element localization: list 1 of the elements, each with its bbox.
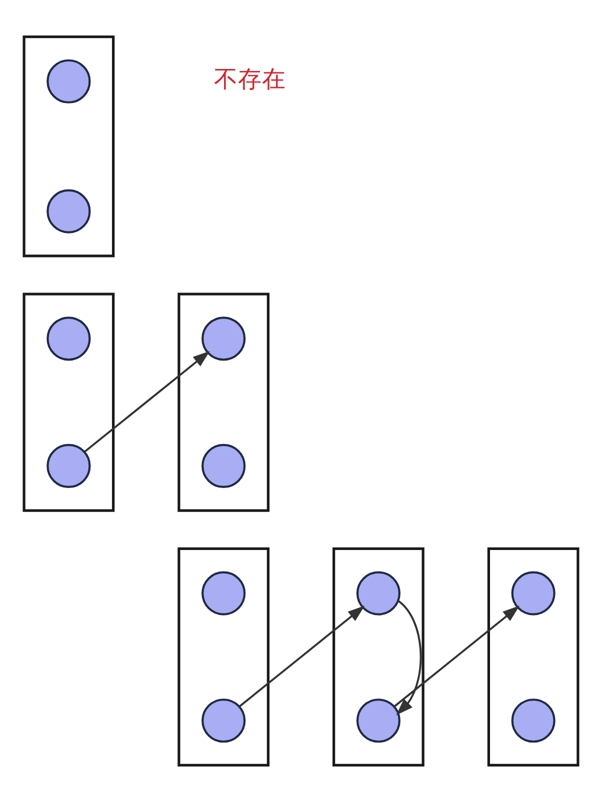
label: 不存在	[214, 66, 286, 93]
